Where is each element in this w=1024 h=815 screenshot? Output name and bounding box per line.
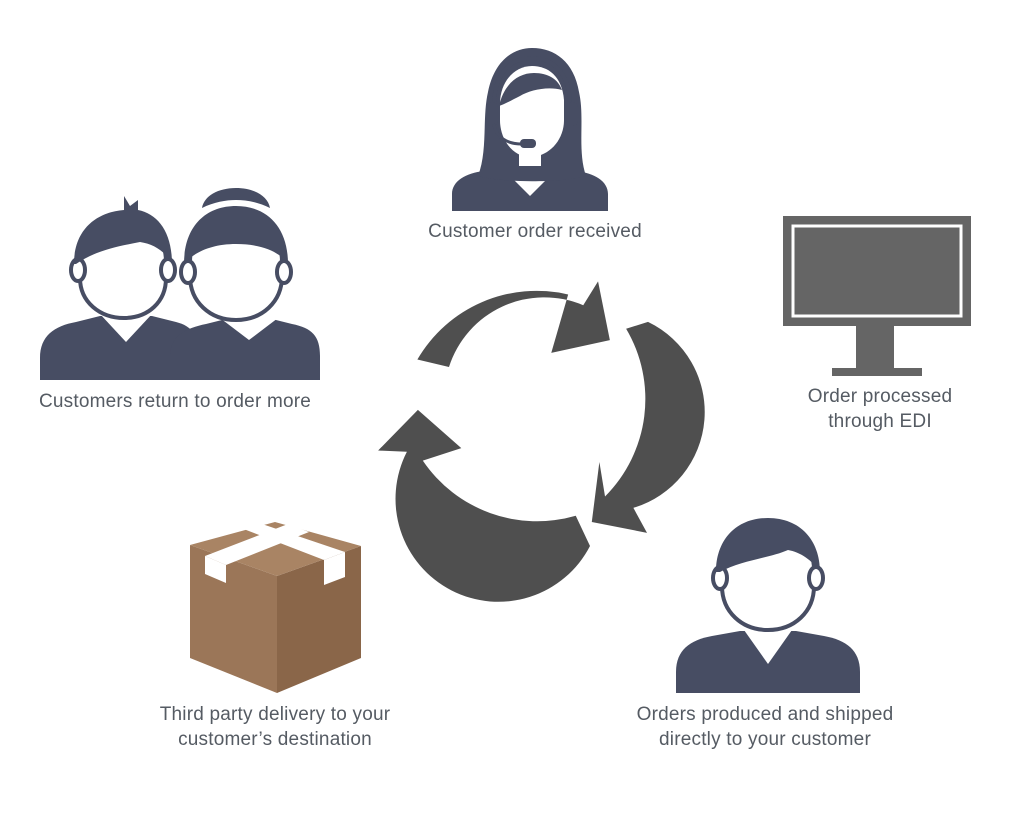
woman-figure bbox=[170, 188, 320, 380]
caption-line: Customer order received bbox=[428, 221, 642, 242]
caption-line: Orders produced and shipped bbox=[636, 704, 894, 725]
caption-order-processed: Order processed through EDI bbox=[760, 384, 1000, 434]
cycle-arrow-right bbox=[591, 321, 705, 533]
caption-line: customer’s destination bbox=[178, 729, 372, 750]
person-icon bbox=[676, 518, 860, 693]
caption-line: Order processed bbox=[807, 386, 953, 407]
headset-agent-icon bbox=[452, 48, 608, 211]
caption-line: Third party delivery to your bbox=[159, 704, 391, 725]
caption-line: through EDI bbox=[828, 411, 932, 432]
cycle-arrow-top bbox=[417, 281, 610, 367]
customers-couple-icon bbox=[40, 188, 320, 380]
caption-orders-produced-shipped: Orders produced and shipped directly to … bbox=[600, 702, 930, 752]
caption-third-party-delivery: Third party delivery to your customer’s … bbox=[120, 702, 430, 752]
caption-customer-order-received: Customer order received bbox=[380, 219, 690, 244]
cycle-arrows-icon bbox=[378, 281, 705, 602]
man-figure bbox=[40, 196, 200, 380]
caption-line: Customers return to order more bbox=[38, 391, 312, 412]
caption-line: directly to your customer bbox=[659, 729, 871, 750]
cycle-arrow-left bbox=[378, 409, 590, 602]
package-box-icon bbox=[190, 522, 361, 693]
monitor-icon bbox=[783, 216, 971, 376]
caption-customers-return: Customers return to order more bbox=[10, 389, 340, 414]
